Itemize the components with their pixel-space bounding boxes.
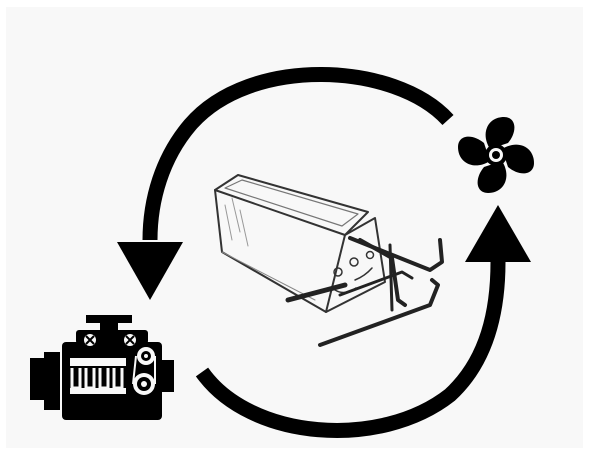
engine-icon [30,315,174,420]
cycle-arrow-top [117,67,454,300]
fan-icon [458,117,534,193]
cycle-arrow-bottom [195,205,531,438]
battery-pack-sketch [214,174,444,347]
